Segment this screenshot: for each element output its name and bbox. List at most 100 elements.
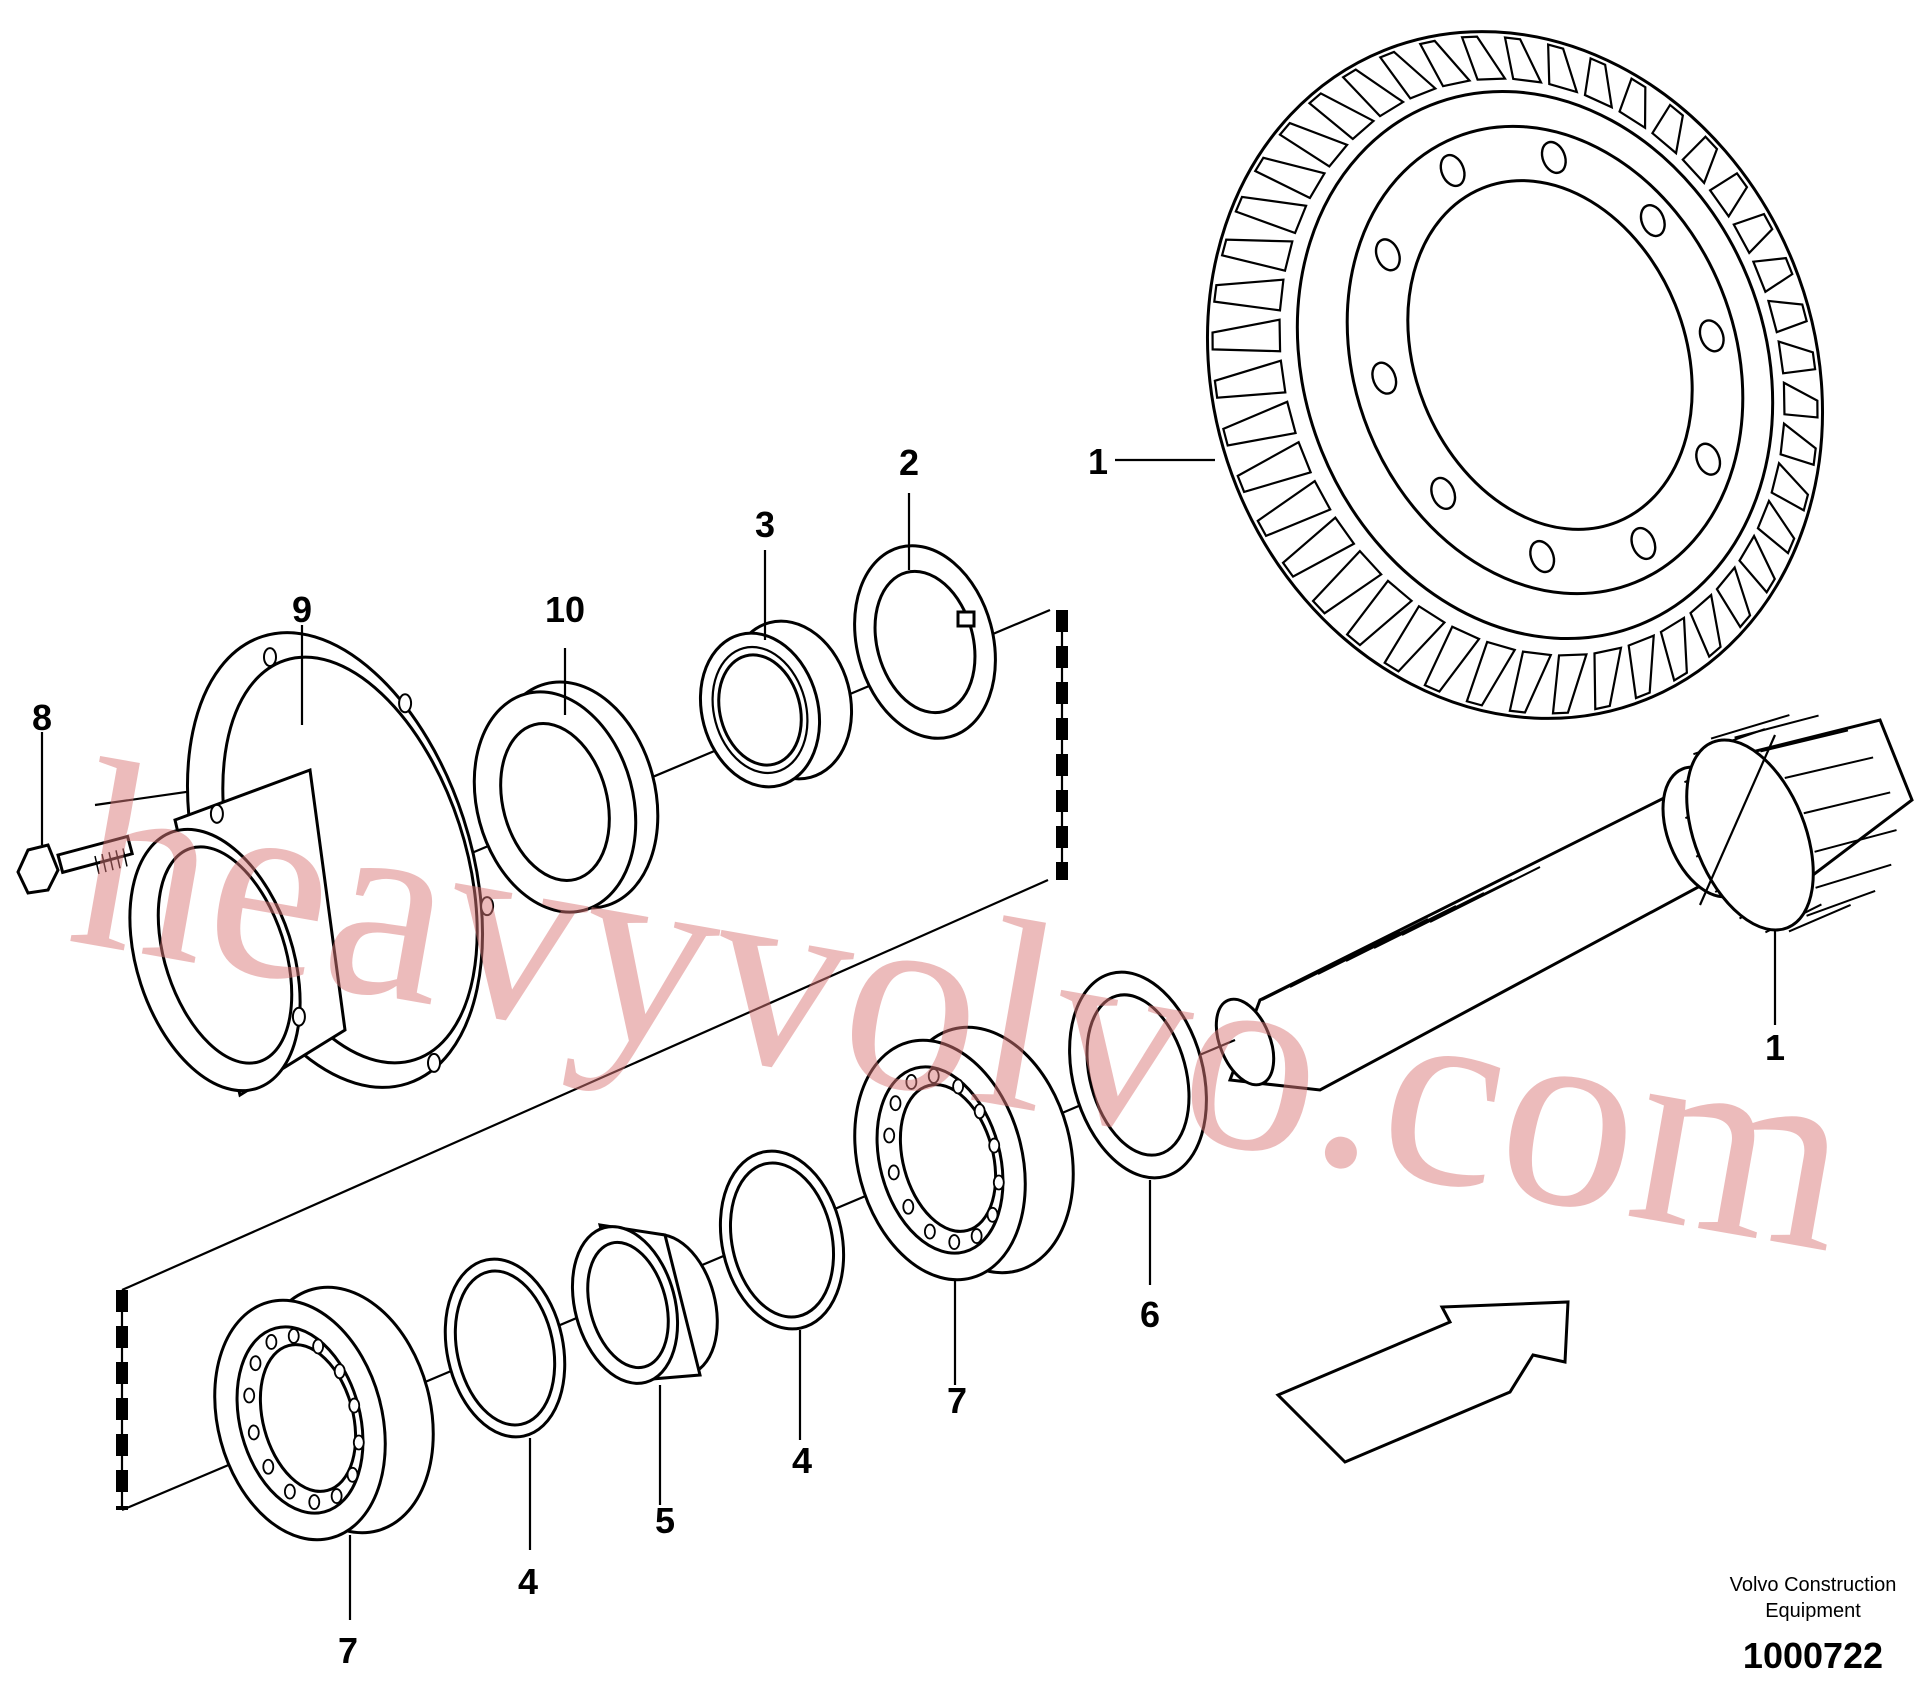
seal — [472, 680, 660, 914]
gear-tooth — [1782, 380, 1819, 419]
leader-lines — [40, 458, 1777, 1620]
gear-tooth — [1756, 498, 1796, 555]
washer-mid — [718, 1149, 846, 1331]
flange — [128, 631, 495, 1098]
grouping-bracket — [116, 610, 1068, 1510]
callout-shim: 6 — [1140, 1294, 1160, 1335]
pinion-tooth — [1803, 791, 1891, 815]
roller — [352, 1434, 365, 1451]
callout-flange: 9 — [292, 589, 312, 630]
thread-line — [94, 855, 100, 875]
flange-hole — [427, 1052, 442, 1073]
gear-tooth — [1307, 92, 1376, 141]
pinion-tooth — [1784, 756, 1874, 779]
bearing-left-rollers — [243, 1328, 365, 1510]
roller — [346, 1466, 359, 1483]
pinion-tooth — [1788, 904, 1852, 933]
roller — [247, 1424, 260, 1441]
flange-hole — [398, 693, 413, 714]
gear-tooth — [1278, 121, 1349, 168]
roller — [948, 1234, 961, 1250]
gear-tooth — [1253, 156, 1327, 200]
callout-bolt: 8 — [32, 697, 52, 738]
ring-gear-teeth — [1211, 35, 1819, 715]
flange-hole — [209, 803, 224, 824]
flange-hole — [291, 1006, 306, 1027]
flange-bolt-holes — [209, 647, 495, 1073]
gear-tooth — [1345, 579, 1414, 647]
gear-tooth — [1236, 440, 1313, 494]
pinion-tooth — [1760, 729, 1849, 753]
pinion-shaft — [1214, 714, 1914, 1092]
roller — [333, 1363, 346, 1380]
roller — [927, 1068, 940, 1084]
bolt — [16, 834, 135, 895]
roller — [330, 1488, 343, 1504]
gear-tooth — [1738, 533, 1777, 595]
pinion-tooth — [1815, 863, 1892, 889]
callout-bearing-mid: 7 — [947, 1380, 967, 1421]
shim — [1068, 970, 1208, 1180]
gear-tooth — [1220, 238, 1294, 273]
pinion-tooth — [1710, 714, 1790, 740]
gear-tooth — [1681, 135, 1719, 185]
bearing-left — [213, 1285, 435, 1542]
thread-line — [115, 850, 121, 869]
flange-hole — [262, 647, 277, 668]
gear-tooth — [1418, 39, 1472, 88]
callout-washer-mid: 4 — [792, 1440, 812, 1481]
gear-tooth — [1547, 43, 1579, 94]
roller — [905, 1074, 918, 1090]
gear-tooth — [1593, 646, 1623, 711]
bolt-hole — [1430, 476, 1457, 511]
gear-tooth — [1378, 50, 1438, 100]
castle-nut — [698, 619, 854, 789]
bolt-thread — [94, 848, 128, 875]
bolt-hole — [1630, 526, 1657, 561]
roller — [287, 1328, 300, 1344]
gear-tooth — [1551, 653, 1588, 715]
bolt-hole — [1439, 153, 1466, 188]
sleeve — [570, 1223, 719, 1385]
gear-tooth — [1234, 195, 1308, 235]
roller — [988, 1137, 1001, 1154]
callout-washer-top: 2 — [899, 442, 919, 483]
bolt-hole — [1374, 238, 1401, 272]
gear-tooth — [1650, 103, 1685, 156]
gear-tooth — [1256, 479, 1332, 538]
roller — [308, 1494, 321, 1510]
callout-bearing-left: 7 — [338, 1630, 358, 1671]
roller — [265, 1334, 278, 1350]
ring-gear-bolt-holes — [1371, 140, 1725, 574]
gear-tooth — [1211, 318, 1282, 353]
roller — [889, 1095, 902, 1112]
roller — [887, 1164, 900, 1181]
bearing-mid — [853, 1025, 1075, 1282]
tab-washer — [853, 544, 997, 740]
roller — [883, 1127, 896, 1144]
thread-line — [108, 852, 114, 871]
roller — [952, 1078, 965, 1095]
roller — [243, 1387, 256, 1404]
ring-gear — [1205, 30, 1825, 720]
gear-tooth — [1213, 359, 1287, 399]
gear-tooth — [1311, 549, 1383, 615]
bolt-hole — [1698, 319, 1725, 353]
gear-tooth — [1715, 565, 1752, 629]
bearing-mid-rollers — [883, 1068, 1005, 1250]
washer-left — [443, 1257, 567, 1439]
callout-sleeve: 5 — [655, 1500, 675, 1541]
gear-tooth — [1618, 77, 1647, 130]
gear-tooth — [1503, 36, 1543, 84]
gear-tooth — [1708, 171, 1749, 219]
roller — [348, 1397, 361, 1414]
caption-line-1: Volvo Construction — [1730, 1574, 1897, 1596]
gear-tooth — [1732, 212, 1774, 255]
roller — [312, 1338, 325, 1355]
callout-ring-gear: 1 — [1088, 441, 1108, 482]
gear-tooth — [1627, 633, 1655, 700]
document-number: 1000722 — [1743, 1635, 1883, 1676]
roller — [283, 1483, 296, 1500]
callout-nut: 3 — [755, 504, 775, 545]
